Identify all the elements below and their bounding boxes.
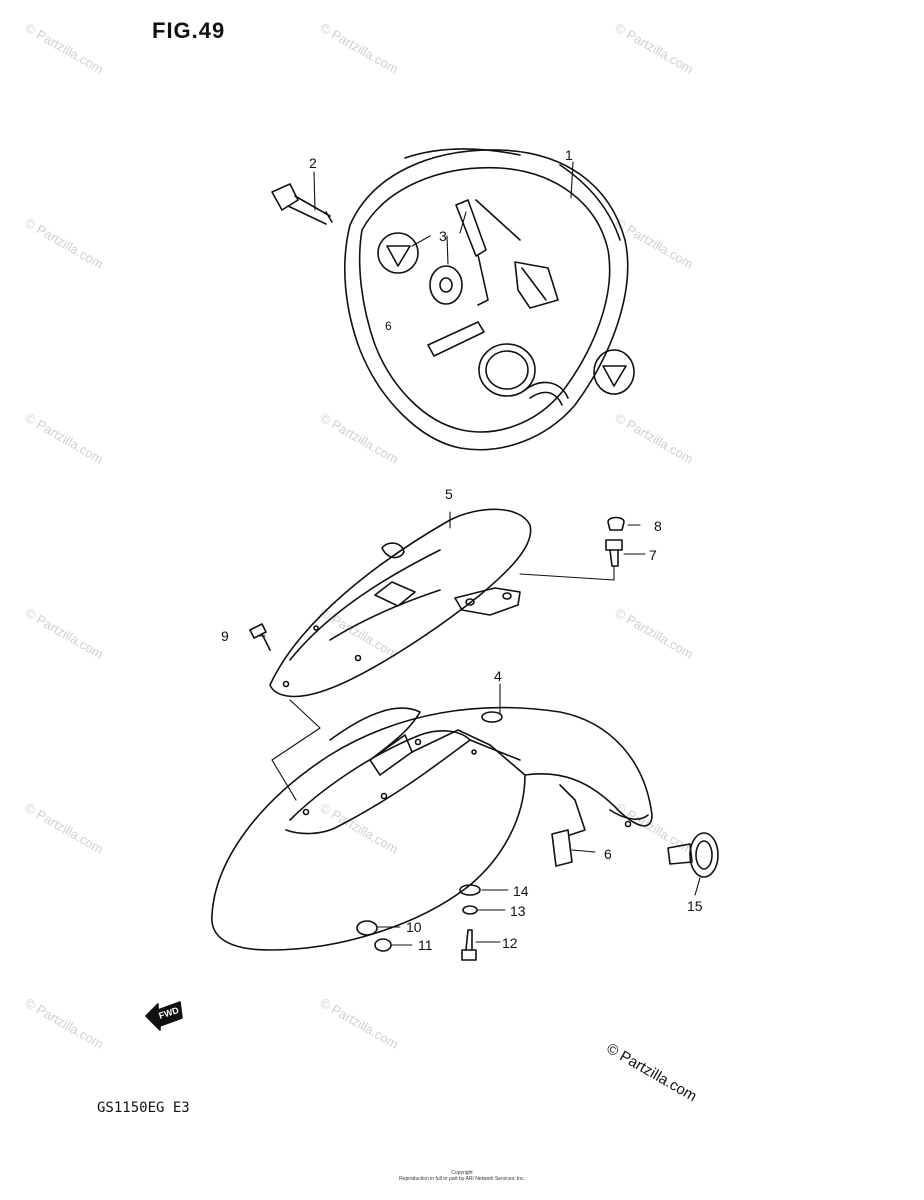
callout-7: 7 [649, 547, 657, 563]
bolt-15 [667, 832, 719, 878]
bolt-12 [461, 929, 477, 961]
plug-8 [607, 516, 625, 531]
model-code: GS1150EG E3 [97, 1100, 190, 1116]
callout-13: 13 [510, 903, 526, 919]
fwd-arrow-icon: FWD [145, 1001, 183, 1031]
callout-9: 9 [221, 628, 229, 644]
callout-6: 6 [604, 846, 612, 862]
headlight-housing: 6 [344, 148, 635, 451]
callout-15: 15 [687, 898, 703, 914]
screw-9 [249, 623, 271, 651]
callout-3: 3 [439, 228, 447, 244]
reflector-6 [551, 829, 573, 867]
callout-11: 11 [418, 937, 433, 953]
svg-text:6: 6 [385, 319, 392, 333]
callouts: 1 2 3 4 5 6 7 8 9 10 11 12 13 14 15 [221, 147, 703, 953]
callout-10: 10 [406, 919, 422, 935]
upper-fender [269, 508, 532, 698]
callout-5: 5 [445, 486, 453, 502]
front-fender [211, 706, 653, 951]
footer-line1: Copyright [451, 1170, 473, 1176]
footer: Copyright Reproduction in full or part b… [0, 1170, 924, 1182]
footer-line2: Reproduction in full or part by ARI Netw… [399, 1176, 525, 1182]
callout-2: 2 [309, 155, 317, 171]
callout-4: 4 [494, 668, 502, 684]
callout-14: 14 [513, 883, 529, 899]
leader-lines [257, 161, 701, 946]
nut-11 [374, 938, 392, 952]
bolt-7 [605, 539, 623, 567]
bolt-2 [271, 183, 333, 225]
washer-14 [459, 884, 481, 896]
cushion-10 [356, 920, 378, 936]
callout-8: 8 [654, 518, 662, 534]
callout-1: 1 [565, 147, 573, 163]
nut-13 [462, 905, 478, 915]
figure-title: FIG.49 [152, 18, 226, 43]
callout-12: 12 [502, 935, 518, 951]
